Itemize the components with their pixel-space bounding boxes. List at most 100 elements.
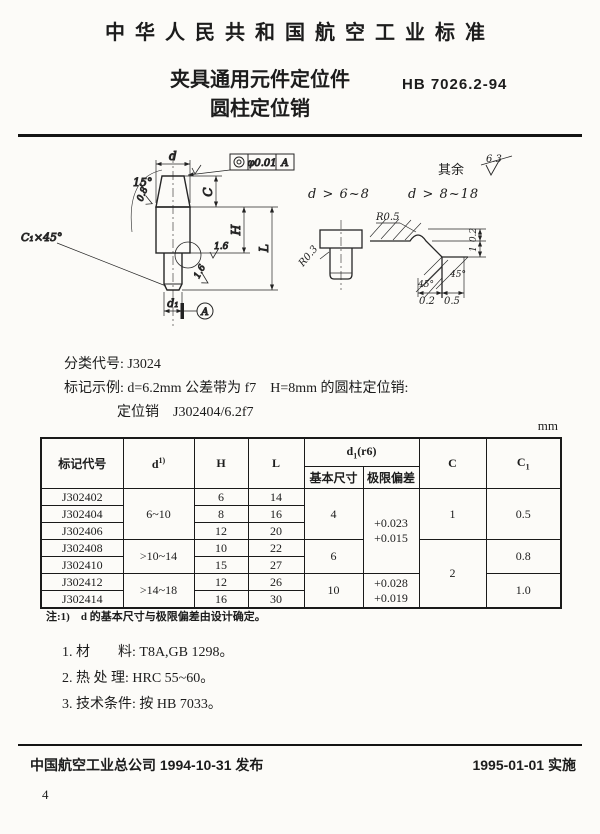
spec-table: 标记代号 d1) H L d1(r6) C C1 基本尺寸 极限偏差 J3024… [40, 437, 563, 609]
page-number: 4 [42, 787, 49, 802]
document-title: 夹具通用元件定位件 圆柱定位销 [110, 66, 410, 124]
cell-c: 2 [418, 539, 487, 609]
detail-small-radius: R0.3 [296, 244, 320, 270]
cell-h: 15 [193, 556, 249, 574]
roughness-note-label: 其余 [438, 162, 464, 177]
detail-large-title: d > 8~18 [408, 187, 479, 202]
angle-right-label: 45° [449, 270, 466, 280]
cell-code: J302408 [40, 539, 124, 557]
detail-small-shank [329, 248, 353, 280]
col-header-d1: d1(r6) [303, 437, 420, 467]
marking-example-line: 标记示例: d=6.2mm 公差带为 f7 H=8mm 的圆柱定位销: [64, 381, 409, 396]
cell-basic: 10 [303, 573, 364, 609]
footer-publisher: 中国航空工业总公司 1994-10-31 发布 [30, 757, 264, 773]
cell-code: J302414 [40, 590, 124, 609]
header-divider [18, 134, 582, 137]
datum-a-flag: A [180, 302, 214, 320]
detail-view-large: d > 8~18 R0.5 [369, 187, 486, 307]
cell-l: 16 [247, 505, 305, 523]
footer-divider [18, 744, 582, 746]
cell-code: J302402 [40, 488, 124, 506]
surface-roughness-note: 其余 6.3 [438, 154, 513, 177]
pin-body-outline [155, 206, 191, 254]
classification-code-line: 分类代号: J3024 [64, 357, 161, 372]
col-header-code: 标记代号 [40, 437, 124, 489]
cell-l: 26 [247, 573, 305, 591]
cell-c1: 0.8 [485, 539, 562, 574]
cell-code: J302412 [40, 573, 124, 591]
document-title-line2: 圆柱定位销 [210, 98, 310, 120]
detail-circle [174, 241, 202, 269]
col-header-h: H [193, 437, 249, 489]
table-row: J302406 12 20 [40, 522, 561, 540]
table-row: J302402 6~10 6 14 4 +0.023 +0.015 1 0.5 [40, 488, 562, 574]
table-row: J302412 >14~18 12 26 10 +0.028 +0.019 1.… [40, 573, 562, 609]
table-unit-label: mm [537, 418, 558, 433]
tech-item-conditions: 3. 技术条件: 按 HB 7033。 [62, 697, 222, 712]
cell-basic: 6 [303, 539, 364, 574]
document-title-line1: 夹具通用元件定位件 [170, 69, 350, 91]
detail-small-head [319, 229, 363, 249]
dim-c-label: C [201, 187, 215, 196]
svg-text:1.6: 1.6 [214, 242, 229, 252]
cell-l: 22 [247, 539, 305, 557]
marking-example-value: 定位销 J302404/6.2f7 [117, 405, 254, 420]
dim-l: L [182, 207, 278, 291]
tolerance-datum: A [280, 158, 288, 169]
main-pin-view: d 15° φ0.01 A [21, 149, 295, 326]
dim-h: H [190, 206, 278, 254]
cell-c1: 0.5 [485, 488, 562, 540]
cell-h: 12 [193, 573, 249, 591]
cell-code: J302410 [40, 556, 124, 574]
dim-d: d [155, 149, 191, 203]
dim-d-label: d [169, 149, 177, 163]
dim-h-label: H [229, 224, 243, 236]
technical-requirements: 1. 材 料: T8A,GB 1298。 2. 热 处 理: HRC 55~60… [62, 640, 234, 718]
cell-h: 10 [193, 539, 249, 557]
hatching-head [369, 218, 422, 241]
cell-deviation: +0.028 +0.019 [362, 573, 420, 609]
standard-title: 中华人民共和国航空工业标准 [105, 22, 495, 44]
cell-deviation: +0.023 +0.015 [362, 488, 420, 574]
cell-d-range: >10~14 [122, 539, 195, 574]
detail-view-small: d > 6~8 R0.3 [296, 187, 369, 290]
dim-c: C [184, 175, 222, 207]
cell-d-range: >14~18 [122, 573, 195, 609]
cell-h: 8 [193, 505, 249, 523]
col-header-l: L [247, 437, 305, 489]
table-row: J302408 >10~14 10 22 6 2 0.8 [40, 539, 562, 609]
tolerance-value: φ0.01 [247, 158, 276, 169]
pin-shank-outline [163, 253, 183, 291]
datum-a-label: A [200, 307, 208, 318]
tolerance-frame: φ0.01 A [187, 153, 295, 177]
angle-15-label: 15° [133, 176, 153, 189]
cell-l: 20 [247, 522, 305, 540]
dim-height-label: 1 [469, 246, 479, 252]
cell-code: J302404 [40, 505, 124, 523]
cell-c: 1 [418, 488, 487, 540]
col-header-c1: C1 [485, 437, 562, 489]
cell-l: 14 [247, 488, 305, 506]
technical-drawing: d 15° φ0.01 A [21, 149, 513, 326]
standard-code: HB 7026.2-94 [402, 76, 508, 93]
roughness-icon [485, 158, 501, 176]
detail-large-radius: R0.5 [375, 212, 399, 223]
tech-item-heat-treatment: 2. 热 处 理: HRC 55~60。 [62, 671, 215, 686]
dim-angle-15: 15° [130, 169, 163, 233]
cell-code: J302406 [40, 522, 124, 540]
angle-left-label: 45° [417, 280, 434, 290]
dim-l-label: L [257, 244, 271, 253]
dim-top-label: 0.2 [469, 228, 479, 243]
cell-c1: 1.0 [485, 573, 562, 609]
concentricity-icon [233, 156, 245, 168]
hatching-shank [421, 256, 443, 299]
col-header-d: d1) [122, 437, 195, 489]
chamfer-callout: C₁×45° [21, 231, 167, 287]
footer-implementation-date: 1995-01-01 实施 [472, 757, 576, 773]
roughness-body: 1.6 [209, 242, 229, 259]
roughness-icon [191, 164, 202, 175]
cell-l: 30 [247, 590, 305, 609]
cell-l: 27 [247, 556, 305, 574]
cell-h: 6 [193, 488, 249, 506]
